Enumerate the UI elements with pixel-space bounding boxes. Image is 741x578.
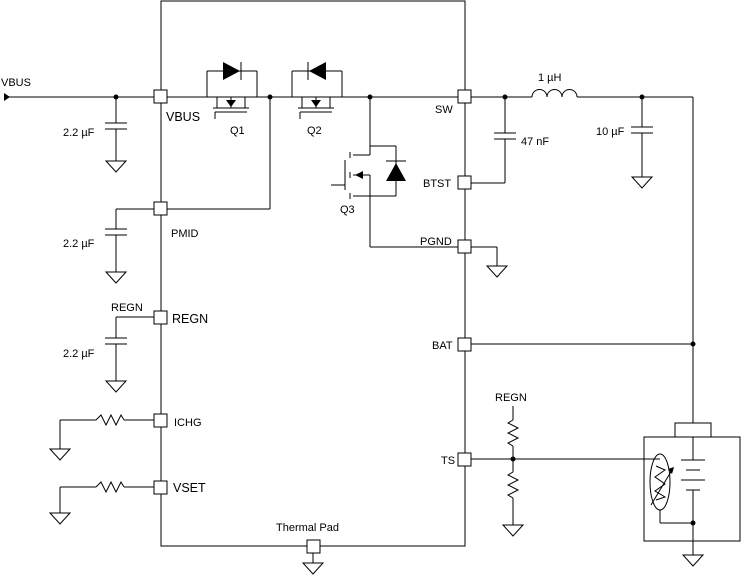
regn-net-label: REGN — [111, 302, 143, 314]
pin-btst — [457, 175, 472, 190]
btst-capacitor — [471, 97, 516, 184]
ground-icon — [501, 524, 525, 537]
ground-icon — [48, 448, 72, 461]
ground-icon — [301, 562, 325, 575]
battery-pack — [643, 422, 741, 567]
vbus-cap-label: 2.2 µF — [63, 127, 95, 139]
inductor — [531, 89, 578, 98]
output-capacitor — [630, 97, 654, 189]
pin-pmid — [153, 201, 168, 216]
pin-regn — [153, 310, 168, 325]
pmid-capacitor — [104, 208, 154, 284]
q1-mosfet — [206, 62, 258, 119]
ground-icon — [104, 271, 128, 284]
thermal-pad-label: Thermal Pad — [276, 522, 339, 534]
pin-bat-label: BAT — [432, 340, 453, 352]
inductor-label: 1 µH — [538, 72, 562, 84]
pin-btst-label: BTST — [423, 178, 451, 190]
pmid-cap-label: 2.2 µF — [63, 238, 95, 250]
vbus-input-label: VBUS — [1, 77, 31, 89]
pin-pmid-label: PMID — [171, 228, 199, 240]
vset-resistor — [48, 480, 154, 525]
vbus-capacitor — [104, 97, 128, 173]
ground-icon — [681, 554, 705, 567]
q2-mosfet — [291, 62, 343, 119]
pin-pgnd — [457, 239, 472, 254]
ground-icon — [104, 160, 128, 173]
regn-cap-label: 2.2 µF — [63, 348, 95, 360]
ts-divider — [501, 406, 525, 537]
pin-ts — [457, 452, 472, 467]
pin-ichg — [153, 413, 168, 428]
pin-sw-label: SW — [435, 104, 453, 116]
regn-pullup-label: REGN — [495, 392, 527, 404]
ground-icon — [104, 380, 128, 393]
pin-sw — [457, 89, 472, 104]
thermal-pad — [306, 539, 321, 554]
pin-vbus-label: VBUS — [166, 110, 200, 124]
pin-vset-label: VSET — [173, 481, 206, 495]
ground-icon — [630, 176, 654, 189]
pin-vset — [153, 480, 168, 495]
ichg-resistor — [48, 413, 154, 461]
q3-label: Q3 — [340, 204, 355, 216]
ground-icon — [485, 265, 509, 278]
q2-label: Q2 — [307, 125, 322, 137]
pin-bat — [457, 337, 472, 352]
pin-vbus — [153, 89, 168, 104]
regn-capacitor — [104, 316, 154, 393]
pin-ts-label: TS — [441, 455, 455, 467]
q3-mosfet — [331, 97, 464, 248]
pin-pgnd-label: PGND — [420, 236, 452, 248]
pin-regn-label: REGN — [172, 312, 208, 326]
pin-ichg-label: ICHG — [174, 417, 202, 429]
q1-label: Q1 — [230, 125, 245, 137]
output-cap-label: 10 µF — [596, 126, 625, 138]
ground-icon — [48, 512, 72, 525]
btst-cap-label: 47 nF — [521, 136, 549, 148]
